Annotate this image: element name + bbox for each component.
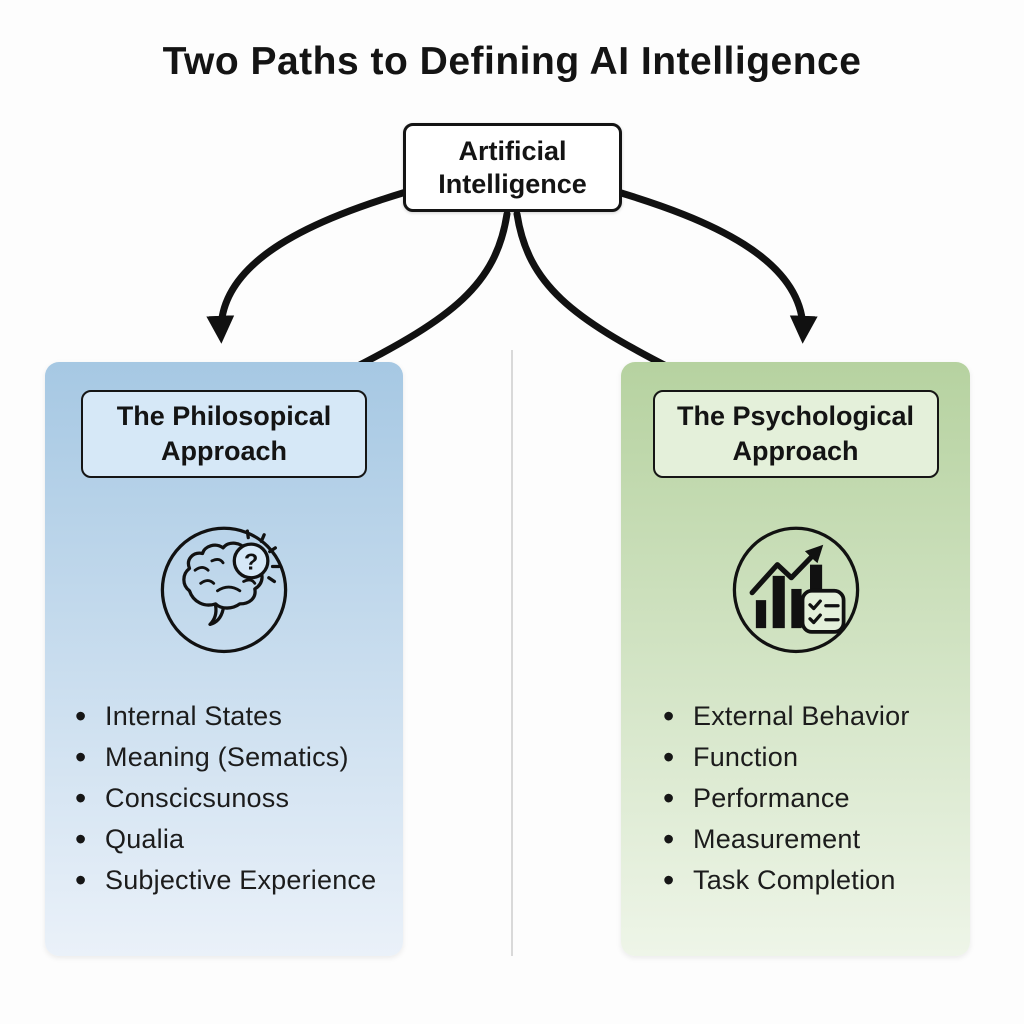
diagram-title: Two Paths to Defining AI Intelligence bbox=[162, 40, 862, 83]
curve-inner-right bbox=[513, 210, 678, 374]
question-mark-glyph: ? bbox=[244, 549, 258, 575]
list-item: Measurement bbox=[661, 823, 970, 855]
curve-inner-left bbox=[346, 210, 511, 374]
brain-question-icon: ? bbox=[45, 518, 403, 658]
psychological-approach-panel: The Psychological Approach bbox=[621, 362, 970, 956]
list-item: Conscicsunoss bbox=[73, 782, 403, 814]
arrow-outer-left bbox=[206, 188, 410, 344]
philosophical-items-list: Internal States Meaning (Sematics) Consc… bbox=[73, 700, 403, 896]
list-item: Meaning (Sematics) bbox=[73, 741, 403, 773]
list-item: Qualia bbox=[73, 823, 403, 855]
growth-chart-checklist-icon bbox=[621, 518, 970, 658]
center-divider-line bbox=[511, 350, 513, 956]
root-node-artificial-intelligence: Artificial Intelligence bbox=[403, 123, 622, 212]
list-item: Performance bbox=[661, 782, 970, 814]
list-item: External Behavior bbox=[661, 700, 970, 732]
list-item: Subjective Experience bbox=[73, 864, 403, 896]
list-item: Task Completion bbox=[661, 864, 970, 896]
arrow-outer-right bbox=[614, 188, 818, 344]
list-item: Function bbox=[661, 741, 970, 773]
psychological-items-list: External Behavior Function Performance M… bbox=[661, 700, 970, 896]
philosophical-approach-heading: The Philosopical Approach bbox=[81, 390, 367, 479]
philosophical-approach-panel: The Philosopical Approach ? bbox=[45, 362, 403, 956]
list-item: Internal States bbox=[73, 700, 403, 732]
psychological-approach-heading: The Psychological Approach bbox=[652, 390, 939, 479]
